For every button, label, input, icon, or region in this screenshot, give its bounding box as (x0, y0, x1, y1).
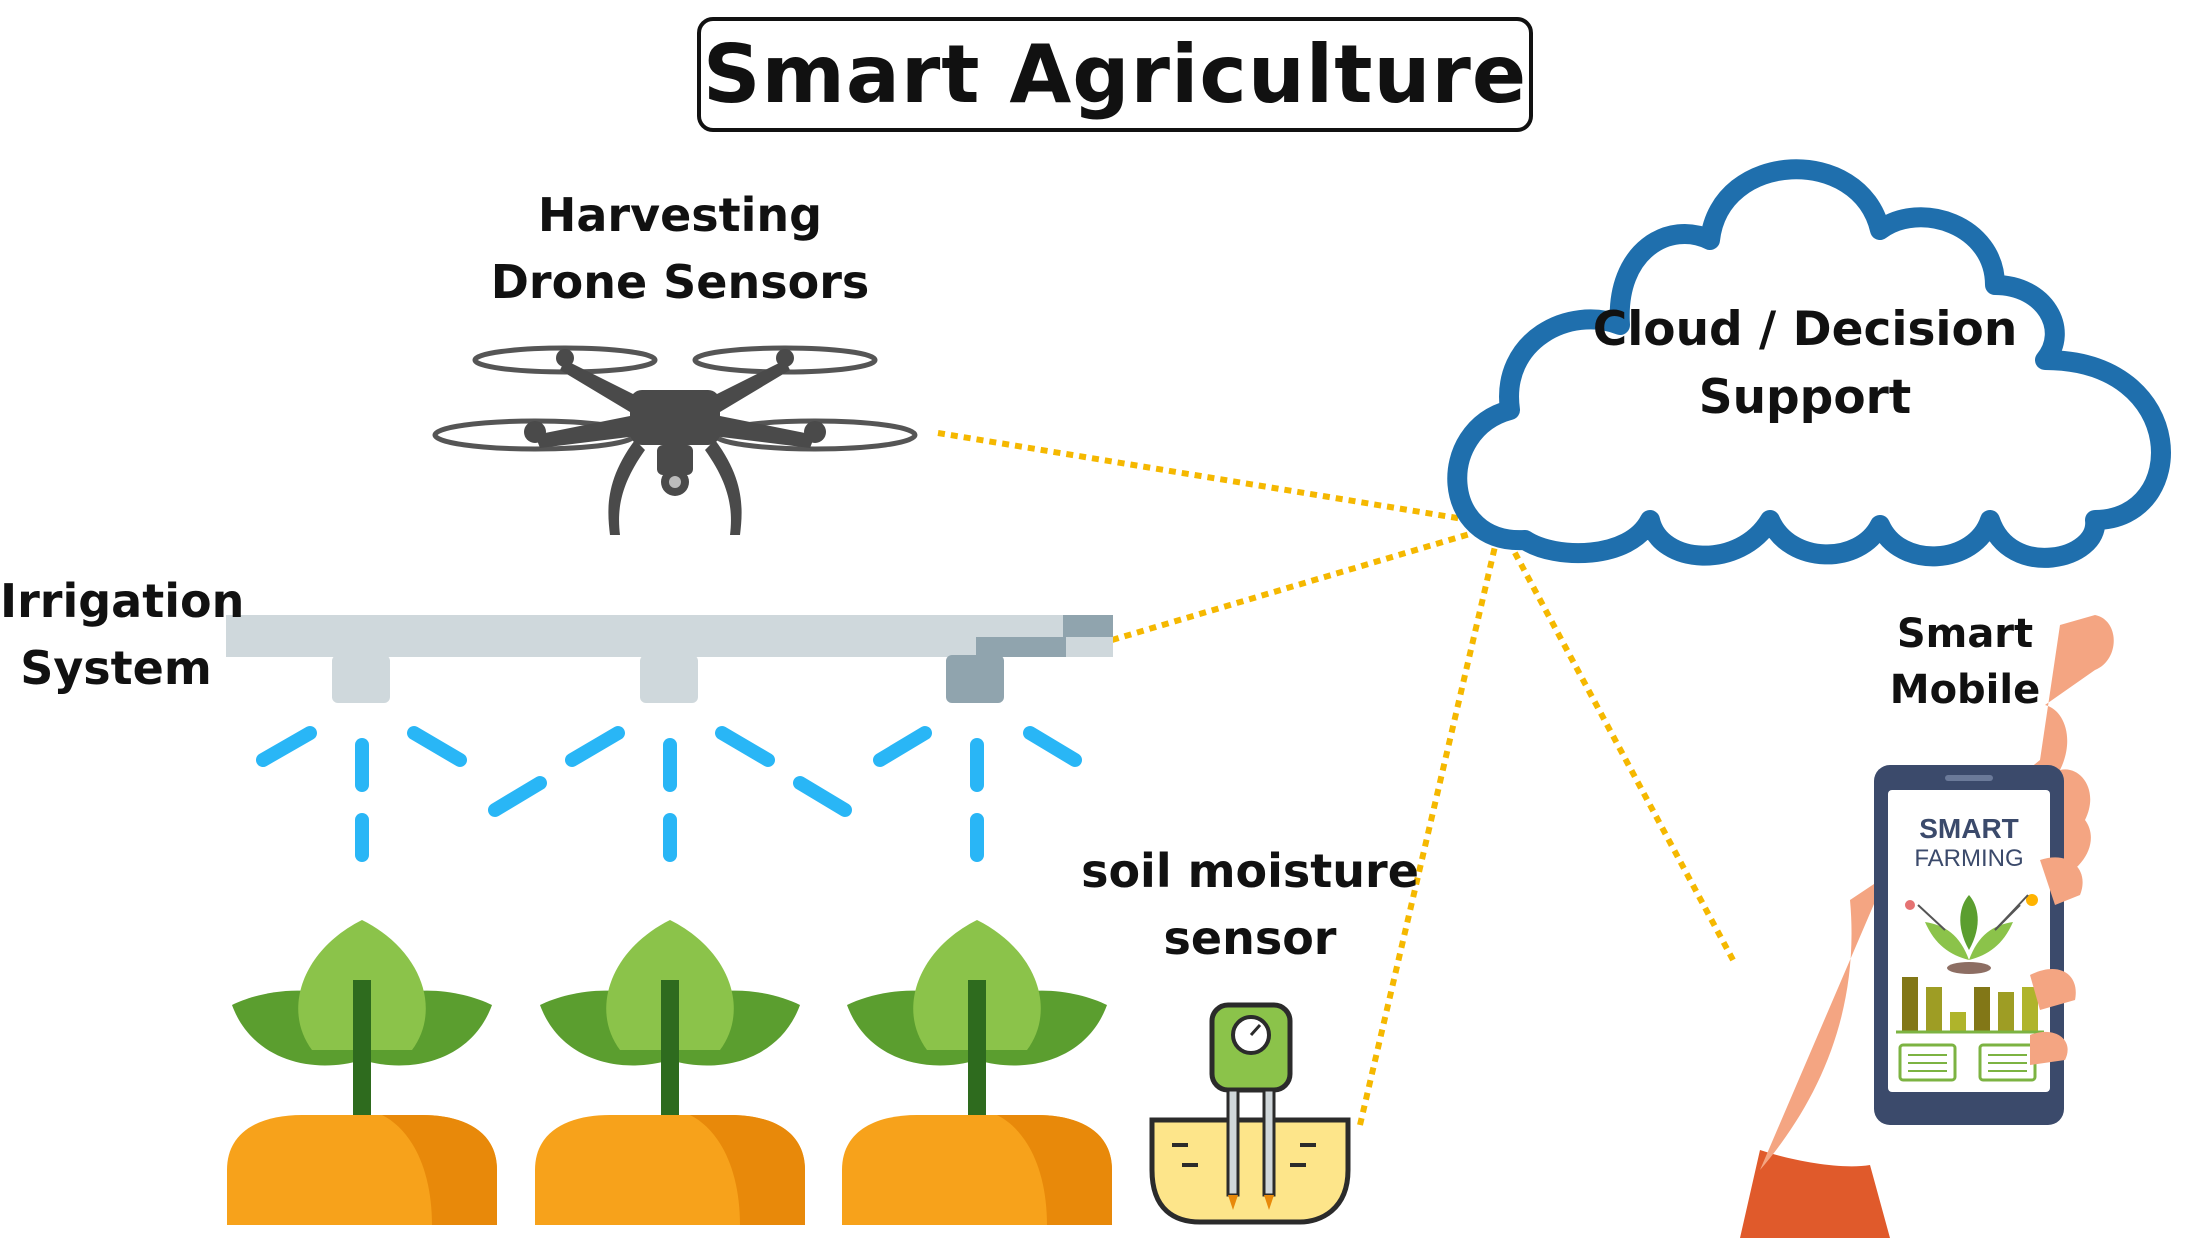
phone-screen-chart (1896, 977, 2044, 1034)
irrigation-label-line1: Irrigation (0, 574, 245, 628)
diagram-title: Smart Agriculture (702, 28, 1528, 121)
water-spray-icon (256, 726, 1082, 862)
phone-screen-line2: FARMING (1914, 845, 2023, 872)
cloud-shape (1447, 159, 2171, 568)
soil-label-line2: sensor (1163, 910, 1337, 965)
phone-chart-bar (1950, 1012, 1966, 1032)
mobile-label-line2: Mobile (1889, 667, 2041, 713)
mobile-label-line1: Smart (1896, 611, 2034, 657)
connector-lines (937, 430, 1736, 1126)
phone-chart-bar (1902, 977, 1918, 1032)
phone-chart-bar (1974, 987, 1990, 1032)
phone-screen-line1: SMART (1919, 813, 2019, 844)
arm-sleeve (1740, 1150, 1890, 1238)
plant-icon-1 (227, 920, 497, 1225)
cloud-label-line2: Support (1698, 370, 1912, 426)
phone-chart-bar (1926, 987, 1942, 1032)
hand (1760, 615, 2114, 1170)
soil-label-line1: soil moisture (1081, 844, 1419, 898)
mobile-label: Smart Mobile (1820, 606, 2110, 718)
plant-icon-2 (535, 920, 805, 1225)
connector-irrigation-cloud (1111, 522, 1501, 643)
drone-label-line2: Drone Sensors (490, 254, 870, 309)
phone-chart-bar (1998, 992, 2014, 1032)
diagram-title-box: Smart Agriculture (697, 17, 1533, 132)
cloud-label-line1: Cloud / Decision (1592, 302, 2018, 357)
connector-soil-cloud (1357, 524, 1503, 1126)
irrigation-pipe-icon (226, 615, 1113, 703)
smart-mobile-icon: SMART FARMING (1740, 615, 2114, 1238)
phone-chart-bar (2022, 987, 2038, 1032)
connector-drone-cloud (937, 430, 1501, 528)
soil-sensor-icon (1149, 1002, 1351, 1225)
connector-mobile-cloud (1497, 523, 1736, 962)
irrigation-label-line2: System (20, 640, 212, 695)
soil-label: soil moisture sensor (1070, 838, 1430, 971)
drone-icon (432, 345, 918, 535)
cloud-label: Cloud / Decision Support (1590, 296, 2020, 432)
drone-label-line1: Harvesting (537, 188, 823, 242)
drone-label: Harvesting Drone Sensors (470, 182, 890, 315)
plant-icon-3 (842, 920, 1112, 1225)
irrigation-label: Irrigation System (0, 568, 245, 701)
